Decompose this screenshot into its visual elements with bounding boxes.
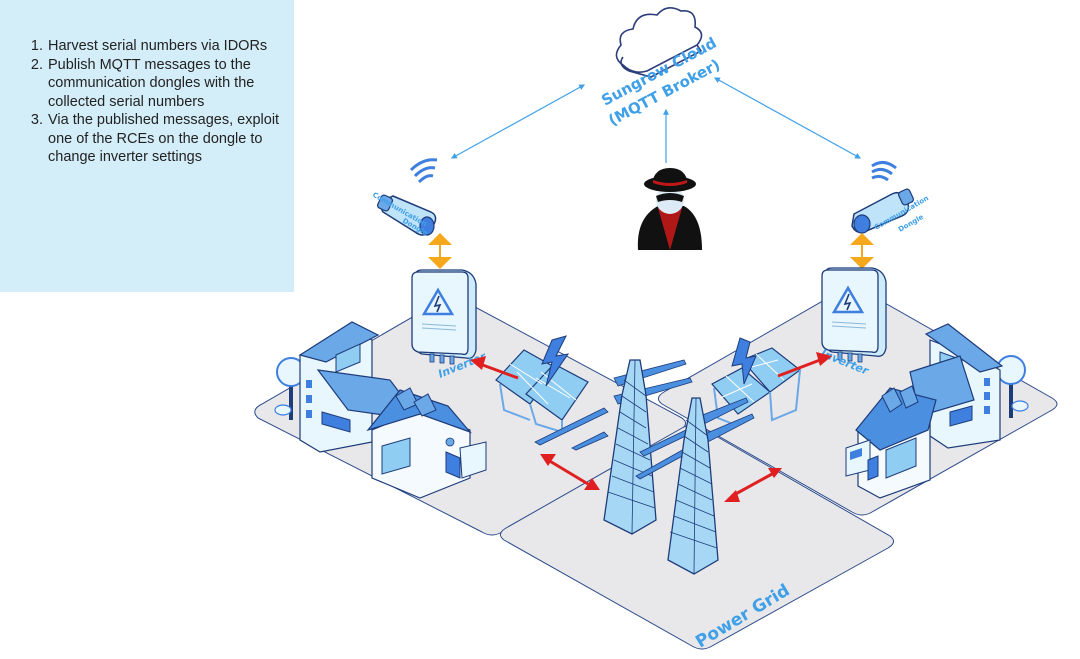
attack-step: Publish MQTT messages to the communicati… xyxy=(47,56,280,112)
solar-to-right-inverter-arrow xyxy=(777,352,832,378)
attack-step: Via the published messages, exploit one … xyxy=(47,111,280,167)
solar-panel-icon xyxy=(495,335,589,434)
right-solar-panels xyxy=(711,337,801,427)
hacker-icon xyxy=(637,168,702,250)
cloud-to-left-dongle-arrow xyxy=(450,84,586,159)
right-houses xyxy=(845,323,1029,499)
attack-step: Harvest serial numbers via IDORs xyxy=(47,37,280,56)
right-grid-exchange-arrow xyxy=(724,468,782,502)
right-dongle-inverter-arrow xyxy=(850,233,874,269)
house-icon xyxy=(845,385,937,499)
cloud-to-right-dongle-arrow xyxy=(713,77,862,159)
wifi-dongle-icon xyxy=(376,158,438,236)
power-tower-icon xyxy=(635,397,755,575)
wifi-dongle-icon xyxy=(851,161,915,234)
left-inverter: Inverter xyxy=(411,269,488,381)
attack-steps-panel: Harvest serial numbers via IDORs Publish… xyxy=(0,0,294,292)
left-dongle: Communication Dongle xyxy=(371,158,438,238)
attack-steps-list: Harvest serial numbers via IDORs Publish… xyxy=(26,37,280,167)
inverter-icon xyxy=(411,269,477,365)
solar-to-left-inverter-arrow xyxy=(470,356,519,380)
power-tower-icon xyxy=(534,359,693,535)
solar-panel-icon xyxy=(711,337,801,427)
inverter-icon xyxy=(821,267,887,363)
left-grid-exchange-arrow xyxy=(540,454,600,490)
right-dongle: Communication Dongle xyxy=(851,161,930,234)
right-inverter: Inverter xyxy=(819,267,887,378)
left-houses xyxy=(274,321,487,499)
left-dongle-inverter-arrow xyxy=(428,233,452,269)
left-solar-panels xyxy=(495,335,589,434)
cloud-icon xyxy=(615,7,703,78)
house-icon xyxy=(366,387,487,499)
